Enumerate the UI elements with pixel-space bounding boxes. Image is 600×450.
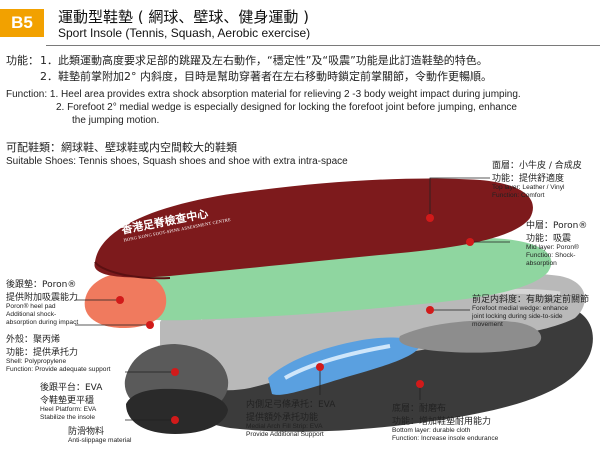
callout-heel-pad: 後跟墊：Poron® 提供附加吸震能力 Poron® heel pad Addi… <box>6 277 78 327</box>
callout-bottom-zh2: 功能：增加鞋墊耐用能力 <box>392 417 492 427</box>
suitable-shoes-en: Suitable Shoes: Tennis shoes, Squash sho… <box>6 156 348 167</box>
pointer-dot-bottom <box>416 380 424 388</box>
callout-wedge-en1: Forefoot medial wedge: enhance <box>472 305 569 312</box>
function-en-line3: the jumping motion. <box>72 115 160 126</box>
callout-heel-pad-en3: absorption during impact <box>6 319 79 326</box>
callout-heel-pad-zh2: 提供附加吸震能力 <box>6 293 79 303</box>
function-en-line1: Function: 1. Heel area provides extra sh… <box>6 89 521 100</box>
callout-shell: 外殼：聚丙烯 功能：提供承托力 Shell: Polypropylene Fun… <box>6 332 110 374</box>
callout-heel-platform-en2: Stabilize the insole <box>40 414 95 421</box>
callout-top-zh2: 功能：提供舒適度 <box>492 174 565 184</box>
callout-mid-zh2: 功能：吸震 <box>526 234 572 244</box>
arch-strip-highlight <box>284 344 391 380</box>
page-title-en: Sport Insole (Tennis, Squash, Aerobic ex… <box>58 26 311 40</box>
pointer-dot-wedge <box>426 306 434 314</box>
pointer-dot-heel-platform <box>171 368 179 376</box>
pointer-dot-top <box>426 214 434 222</box>
callout-bottom-en2: Function: Increase insole endurance <box>392 435 499 442</box>
callout-medial-arch: 内側足弓條承托：EVA 提供額外承托功能 Medial Arch Fill St… <box>246 397 335 439</box>
callout-heel-platform-en1: Heel Platform: EVA <box>40 406 97 413</box>
callout-top-en2: Function: Comfort <box>492 192 545 199</box>
callout-shell-zh2: 功能：提供承托力 <box>6 348 79 358</box>
callout-wedge-en2: joint locking during side-to-side <box>472 313 563 320</box>
callout-arch-zh2: 提供額外承托功能 <box>246 413 319 423</box>
callout-mid-en2: Function: Shock- <box>526 252 576 259</box>
pointer-dot-anti-slip <box>171 416 179 424</box>
callout-heel-pad-en1: Poron® heel pad <box>6 303 56 310</box>
callout-shell-en1: Shell: Polypropylene <box>6 358 67 365</box>
callout-bottom-layer: 底層：耐磨布 功能：增加鞋墊耐用能力 Bottom layer: durable… <box>392 401 498 443</box>
callout-top-zh1: 面層：小牛皮 / 合成皮 <box>492 161 582 171</box>
callout-arch-en2: Provide Additional Support <box>246 431 324 438</box>
callout-arch-zh1: 内側足弓條承托：EVA <box>246 400 336 410</box>
anti-slip-shape <box>126 388 228 434</box>
callout-mid-zh1: 中層：Poron® <box>526 221 588 231</box>
pointer-top <box>429 177 490 218</box>
section-badge: B5 <box>0 9 44 37</box>
callout-top-en1: Top layer: Leather / Vinyl <box>492 184 565 191</box>
callout-bottom-en1: Bottom layer: durable cloth <box>392 427 471 434</box>
callout-anti-slip: 防滑物料 Anti-slippage material <box>68 424 131 445</box>
top-layer-shape <box>94 178 533 278</box>
callout-heel-platform: 後跟平台：EVA 令鞋墊更平穩 Heel Platform: EVA Stabi… <box>40 380 102 422</box>
callout-shell-zh1: 外殼：聚丙烯 <box>6 335 61 345</box>
callout-anti-slip-zh1: 防滑物料 <box>68 427 105 437</box>
callout-mid-en1: Mid layer: Poron® <box>526 244 579 251</box>
pointer-dot-arch <box>316 363 324 371</box>
page-title-zh: 運動型鞋墊 ( 網球、壁球、健身運動 ) <box>58 8 310 26</box>
heel-pad-shape <box>84 272 167 328</box>
top-layer-edge <box>94 261 171 280</box>
callout-bottom-zh1: 底層：耐磨布 <box>392 404 447 414</box>
callout-arch-en1: Medial Arch Fill Strip: EVA <box>246 423 323 430</box>
function-en-line2: 2. Forefoot 2° medial wedge is especiall… <box>56 102 517 113</box>
callout-wedge-zh1: 前足内斜度：有助鎖定前關節 <box>472 295 590 305</box>
pointer-dot-heel-pad <box>116 296 124 304</box>
callout-wedge-en3: movement <box>472 321 503 328</box>
callout-top-layer: 面層：小牛皮 / 合成皮 功能：提供舒適度 Top layer: Leather… <box>492 158 582 200</box>
callout-heel-pad-en2: Additional shock- <box>6 311 57 318</box>
callout-mid-layer: 中層：Poron® 功能：吸震 Mid layer: Poron® Functi… <box>526 218 587 268</box>
callout-shell-en2: Function: Provide adequate support <box>6 366 111 373</box>
callout-forefoot-wedge: 前足内斜度：有助鎖定前關節 Forefoot medial wedge: enh… <box>472 292 589 329</box>
function-zh-line2: 2．鞋墊前掌附加2° 内斜度，目時是幫助穿著者在左右移動時鎖定前掌關節，令動作更… <box>40 70 492 83</box>
pointer-dot-shell <box>146 321 154 329</box>
function-zh-label: 功能： <box>6 54 39 67</box>
function-zh-line1: 1．此類運動高度要求足部的跳躍及左右動作，“穩定性”及“吸震”功能是此訂造鞋墊的… <box>40 54 488 67</box>
pointer-dot-mid <box>466 238 474 246</box>
pointer-dots <box>116 214 474 424</box>
callout-heel-platform-zh2: 令鞋墊更平穩 <box>40 396 95 406</box>
callout-heel-pad-zh1: 後跟墊：Poron® <box>6 280 77 290</box>
arch-strip-shape <box>268 337 420 395</box>
callout-anti-slip-en1: Anti-slippage material <box>68 437 132 444</box>
forefoot-wedge-shape <box>399 320 542 353</box>
header-divider <box>46 45 600 46</box>
callout-heel-platform-zh1: 後跟平台：EVA <box>40 383 103 393</box>
suitable-shoes-zh: 可配鞋類：網球鞋、壁球鞋或内空間較大的鞋類 <box>6 141 237 154</box>
callout-mid-en3: absorption <box>526 260 557 267</box>
pointer-lines <box>75 177 510 421</box>
